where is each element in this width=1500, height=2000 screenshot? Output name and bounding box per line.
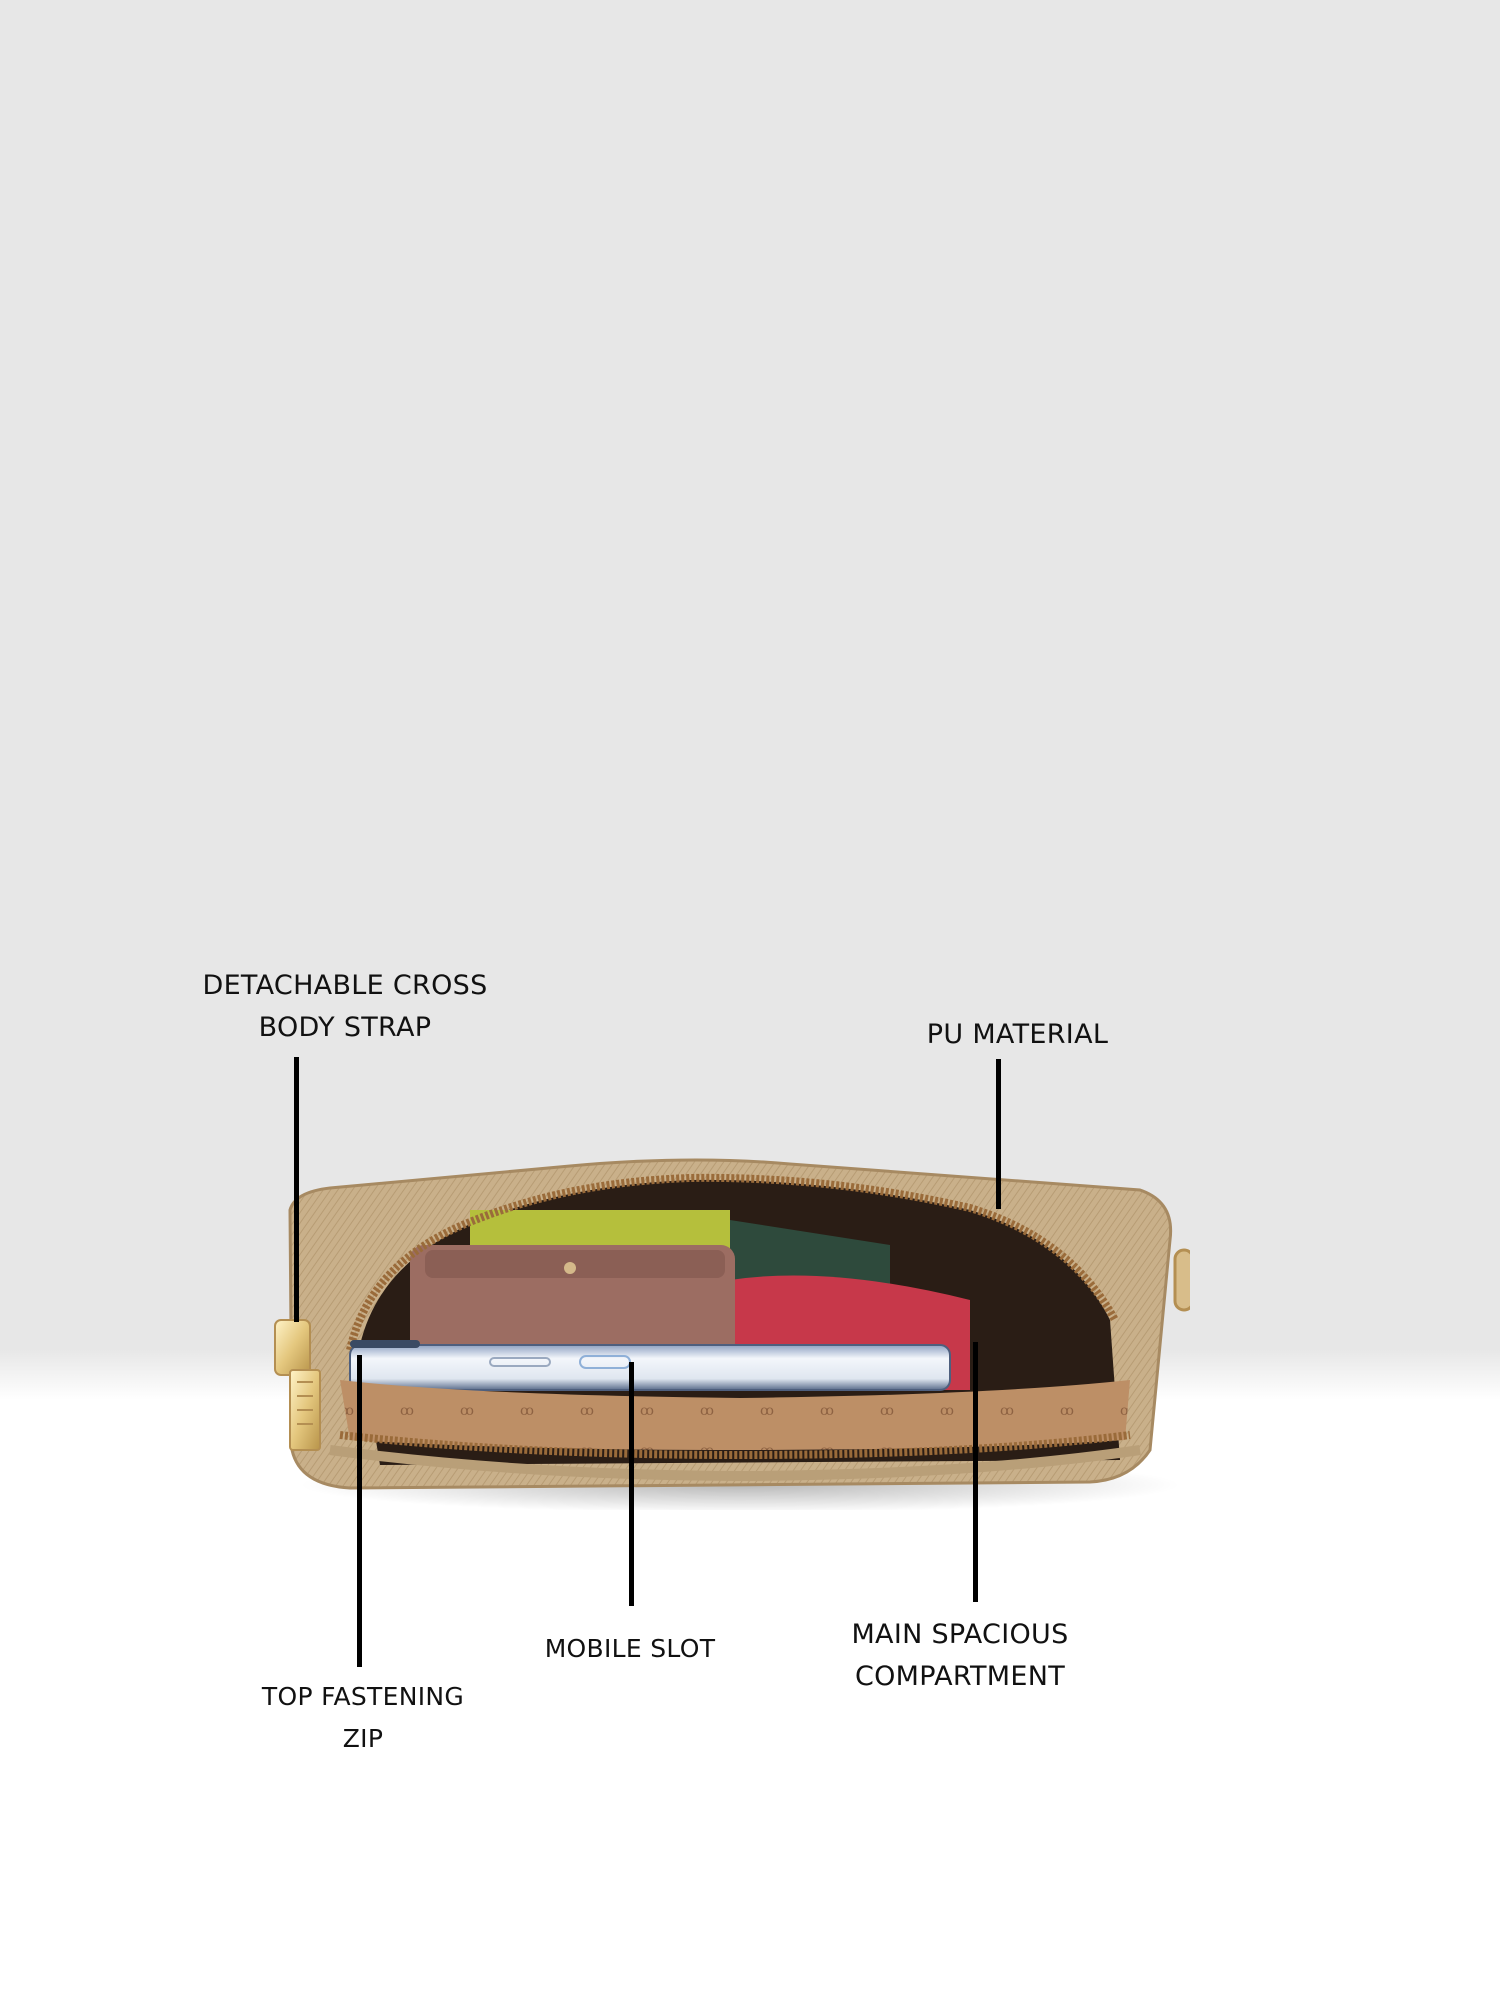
callout-label-strap: DETACHABLE CROSS BODY STRAP bbox=[202, 970, 488, 1043]
callout-line-strap bbox=[294, 1057, 299, 1322]
callout-line-material bbox=[996, 1059, 1001, 1209]
callout-line-mobile bbox=[629, 1362, 634, 1606]
bag-illustration: ꝏ bbox=[274, 1158, 1190, 1510]
callout-label-zip: TOP FASTENING ZIP bbox=[261, 1682, 465, 1753]
callout-label-compartment: MAIN SPACIOUS COMPARTMENT bbox=[851, 1619, 1069, 1692]
callout-label-material: PU MATERIAL bbox=[926, 1019, 1109, 1050]
backdrop-wall bbox=[0, 0, 1500, 1370]
callout-label-mobile: MOBILE SLOT bbox=[544, 1634, 716, 1663]
callout-line-zip bbox=[357, 1355, 362, 1667]
callout-line-compartment bbox=[973, 1342, 978, 1602]
